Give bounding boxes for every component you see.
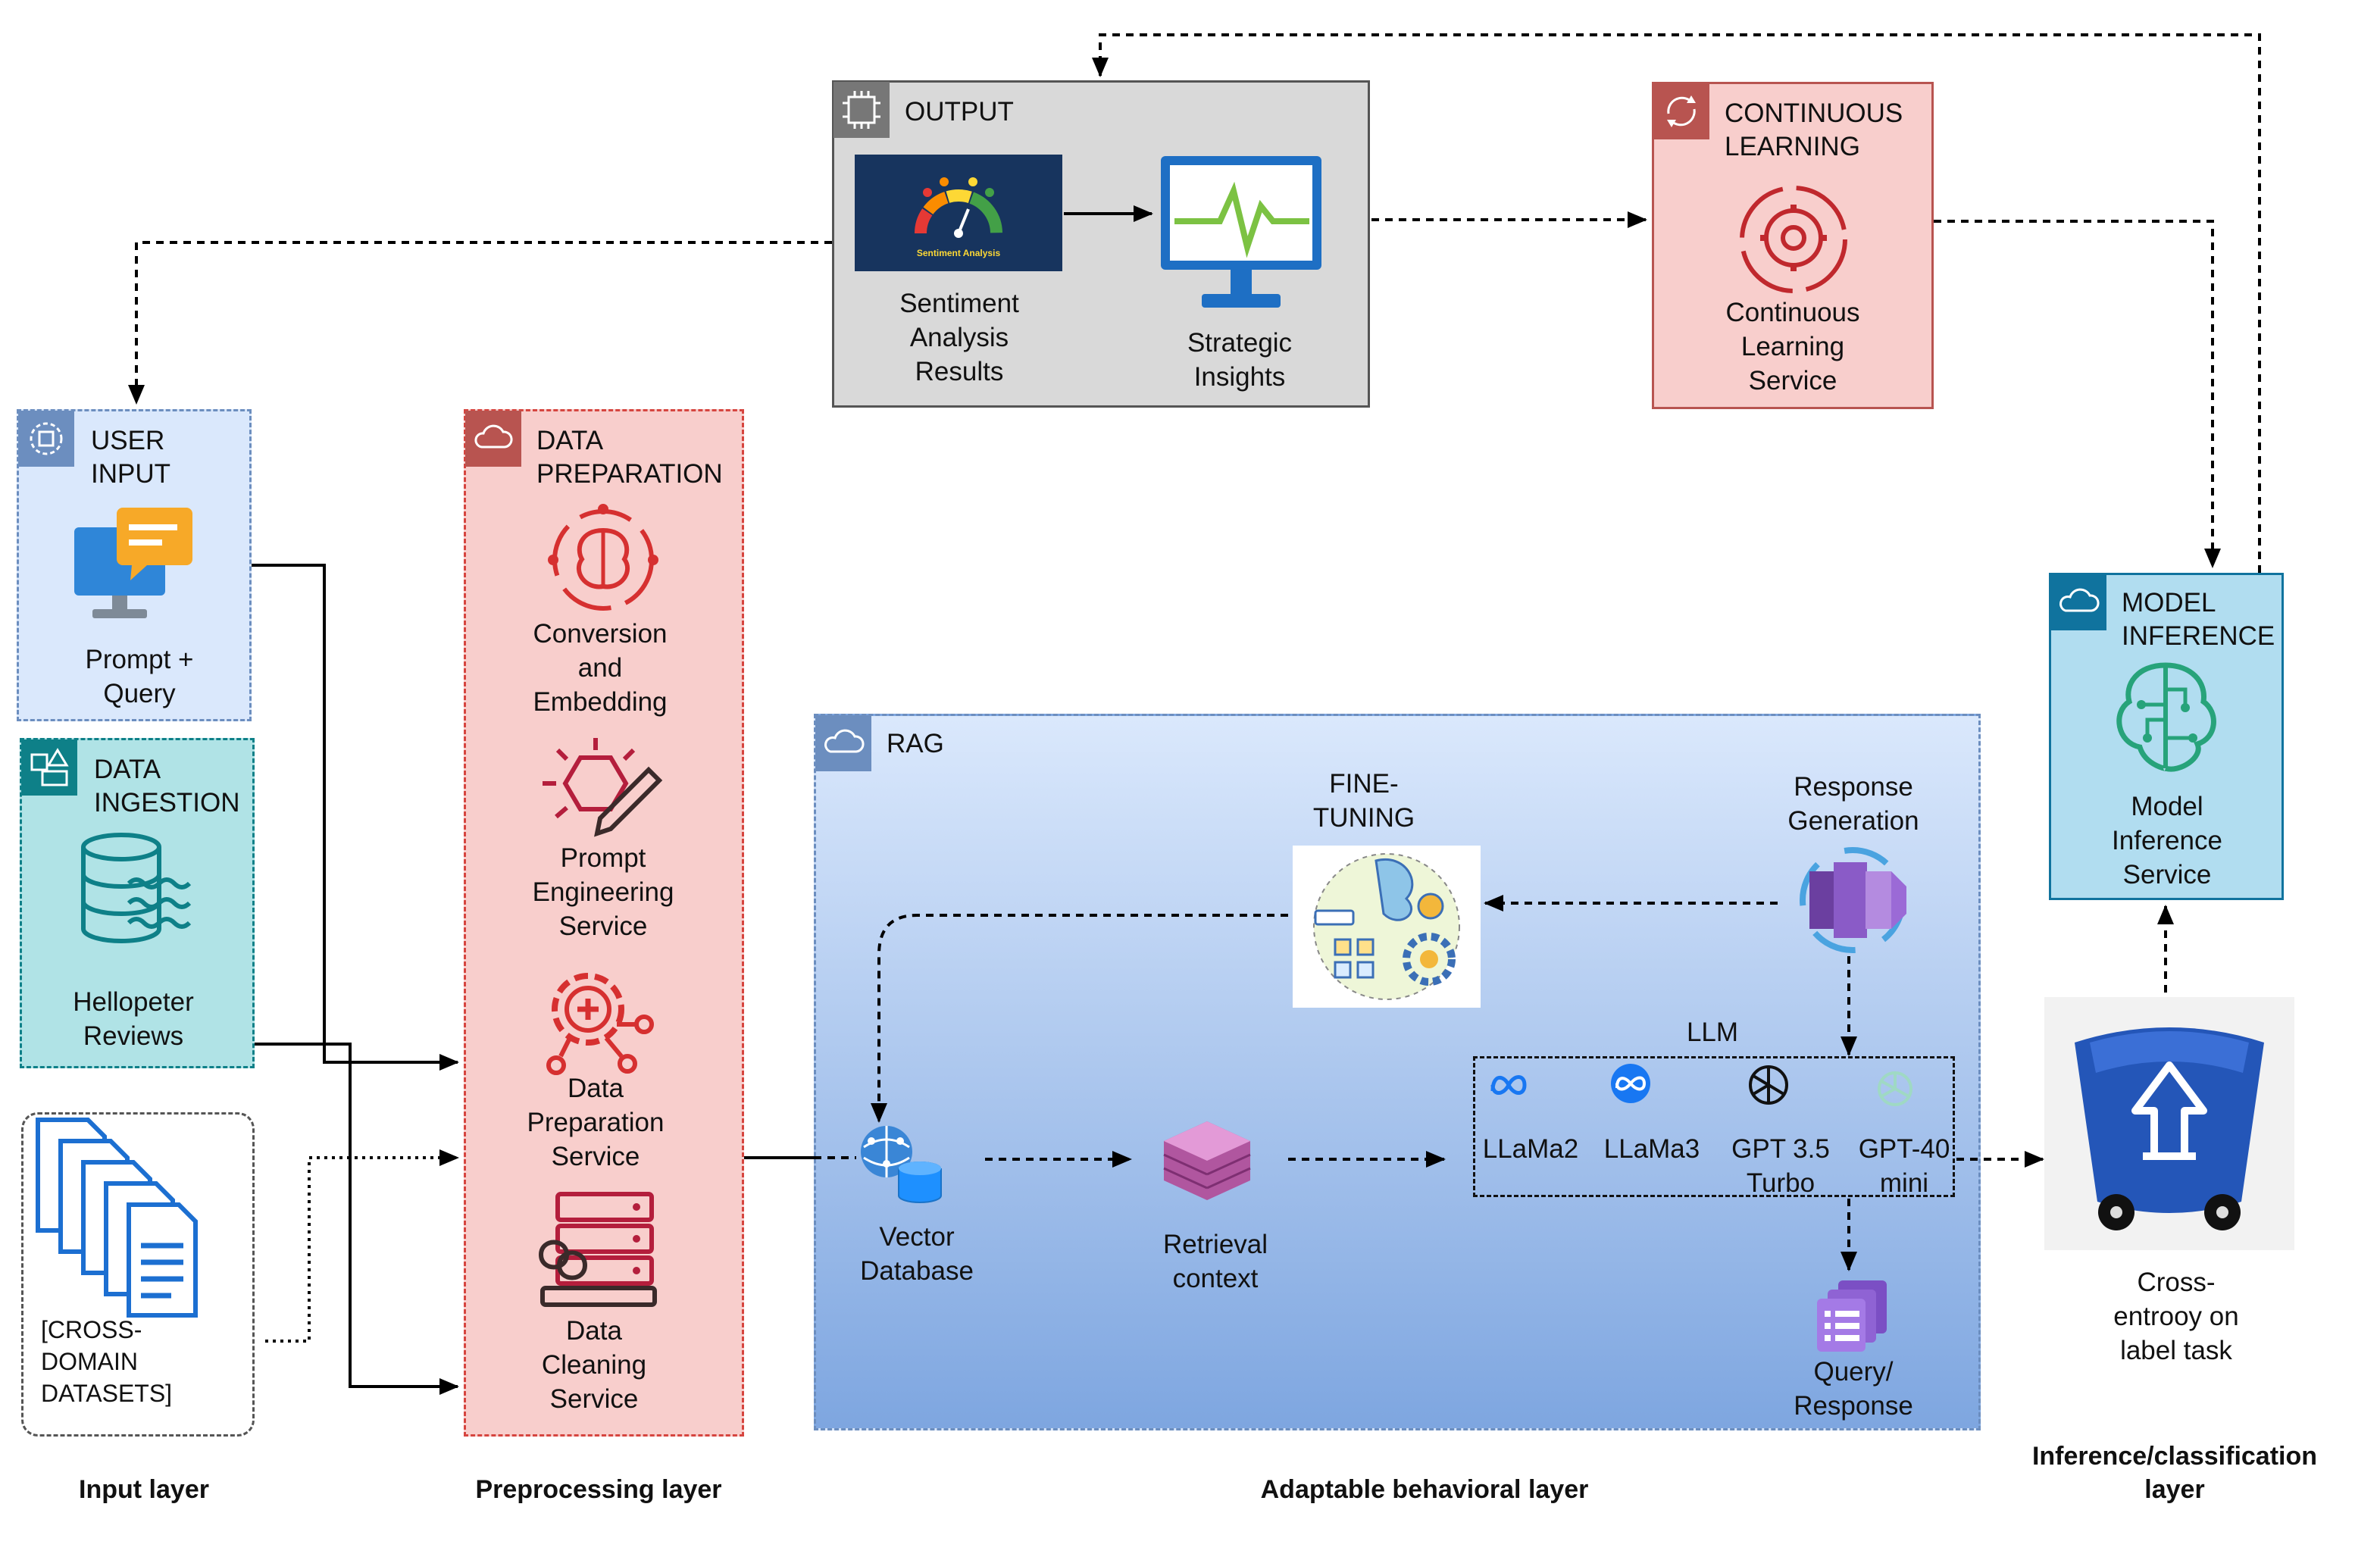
strategic-insights-label: Strategic Insights <box>1187 328 1293 392</box>
openai-icon <box>1875 1068 1916 1109</box>
rag-title: RAG <box>887 729 944 758</box>
database-stream-icon <box>76 830 200 947</box>
llm-model-label: GPT-40 mini <box>1858 1134 1950 1198</box>
cloud-tag-icon <box>815 715 871 771</box>
query-response-icon <box>1812 1277 1891 1355</box>
documents-stack-icon <box>35 1117 239 1321</box>
prompt-query-label: Prompt + Query <box>85 645 194 708</box>
retrieval-context-icon <box>1159 1118 1255 1203</box>
llm-model-label: LLaMa3 <box>1603 1134 1700 1164</box>
adaptable-layer-label: Adaptable behavioral layer <box>1260 1475 1589 1504</box>
retrieval-context-label: Retrieval context <box>1162 1230 1268 1293</box>
cloud-tag-icon <box>2050 574 2106 630</box>
server-cleaning-icon <box>536 1190 658 1309</box>
output-title: OUTPUT <box>905 97 1014 127</box>
monitor-icon <box>1158 153 1324 314</box>
continuous-learning-title: CONTINUOUS LEARNING <box>1725 98 1903 161</box>
llm-title: LLM <box>1686 1018 1739 1047</box>
vector-database-label: Vector Database <box>860 1222 974 1286</box>
llm-group <box>1473 1056 1955 1197</box>
llm-model-label: GPT 3.5 Turbo <box>1731 1134 1830 1198</box>
meta-icon <box>1606 1062 1655 1105</box>
llm-model-label: LLaMa2 <box>1482 1134 1579 1164</box>
query-response-label: Query/ Response <box>1794 1357 1913 1421</box>
cross-entropy-image <box>2044 997 2294 1250</box>
gauge-caption: Sentiment Analysis <box>917 248 1001 258</box>
input-layer-label: Input layer <box>79 1475 209 1504</box>
cross-entropy-label: Cross- entrooy on label task <box>2113 1268 2239 1365</box>
ai-brain-icon <box>2106 659 2225 774</box>
shapes-tag-icon <box>21 739 77 796</box>
prompt-engineering-icon <box>535 735 664 839</box>
data-preparation-service-label: Data Preparation Service <box>527 1074 665 1171</box>
fine-tuning-title: FINE- TUNING <box>1312 769 1415 833</box>
cpu-icon <box>833 82 890 138</box>
chat-monitor-icon <box>71 505 195 626</box>
brain-circuit-icon <box>543 503 664 617</box>
user-input-title: USER INPUT <box>91 426 170 489</box>
prompt-engineering-label: Prompt Engineering Service <box>532 843 674 941</box>
gear-plus-icon <box>533 959 659 1077</box>
sentiment-results-label: Sentiment Analysis Results <box>899 289 1019 386</box>
response-generation-icon <box>1788 841 1917 959</box>
inference-layer-label: Inference/classification layer <box>2031 1442 2318 1504</box>
data-preparation-title: DATA PREPARATION <box>536 426 723 489</box>
gear-cycle-icon <box>1729 179 1858 300</box>
continuous-learning-service-label: Continuous Learning Service <box>1725 298 1860 396</box>
rag-group <box>814 714 1981 1430</box>
cloud-tag-icon <box>465 411 521 467</box>
response-generation-label: Response Generation <box>1787 772 1919 836</box>
conversion-embedding-label: Conversion and Embedding <box>533 619 668 717</box>
hellopeter-reviews-label: Hellopeter Reviews <box>73 987 194 1051</box>
model-inference-title: MODEL INFERENCE <box>2122 588 2275 651</box>
data-cleaning-service-label: Data Cleaning Service <box>541 1316 647 1414</box>
meta-icon <box>1490 1070 1528 1100</box>
vector-database-icon <box>856 1124 947 1208</box>
datasets-label: [CROSS- DOMAIN DATASETS] <box>41 1316 173 1407</box>
sentiment-gauge-image: Sentiment Analysis <box>855 155 1062 271</box>
user-input-tag-icon <box>18 411 74 467</box>
preprocessing-layer-label: Preprocessing layer <box>475 1475 722 1504</box>
fine-tuning-image <box>1293 846 1481 1008</box>
model-inference-service-label: Model Inference Service <box>2112 792 2222 889</box>
refresh-cycle-icon <box>1653 83 1709 139</box>
openai-icon <box>1744 1061 1793 1109</box>
data-ingestion-title: DATA INGESTION <box>94 755 240 818</box>
